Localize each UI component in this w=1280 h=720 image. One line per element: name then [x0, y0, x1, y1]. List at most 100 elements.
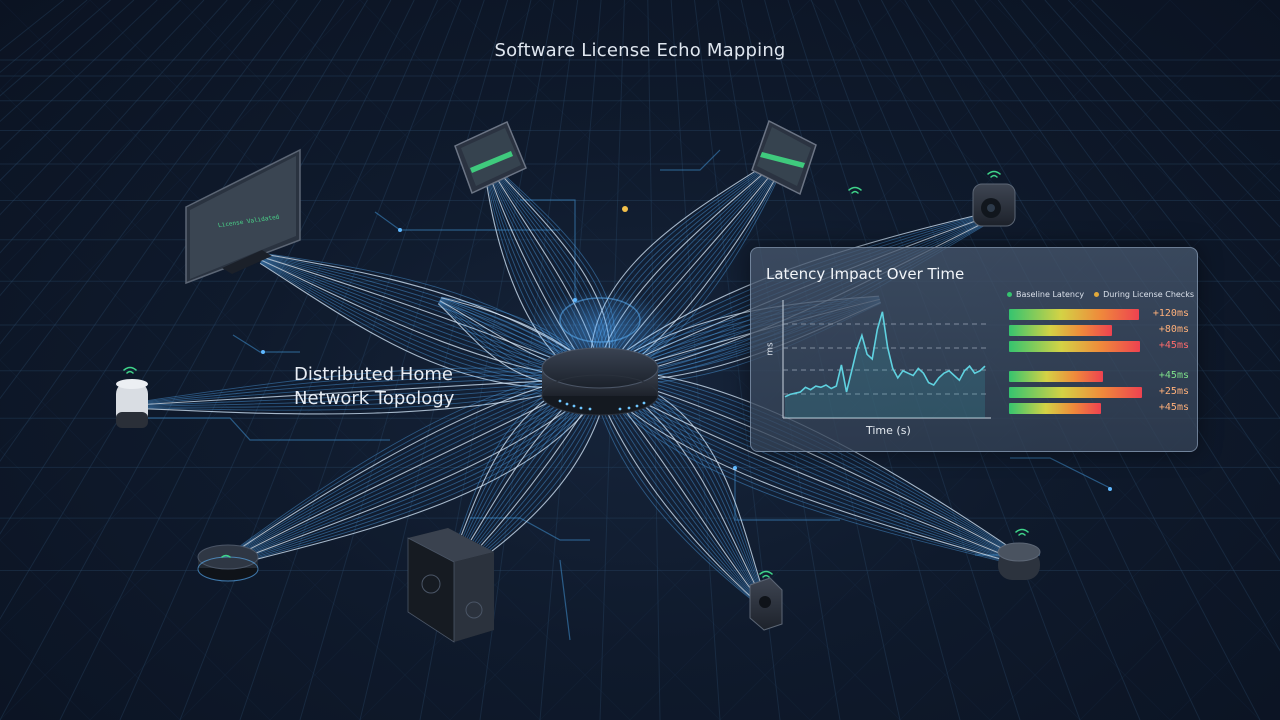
x-axis-label: Time (s) — [866, 424, 911, 437]
grid-line — [0, 0, 135, 123]
latency-panel: Latency Impact Over Time Baseline Latenc… — [750, 247, 1198, 452]
grid-line — [1079, 0, 1280, 201]
fiber-strand — [134, 371, 600, 404]
grid-line — [0, 0, 111, 97]
grid-line — [0, 89, 631, 720]
latency-bar-value: +45ms — [1158, 402, 1189, 413]
grid-line — [989, 429, 1280, 720]
grid-line — [0, 0, 631, 631]
latency-bar-value: +80ms — [1158, 324, 1189, 335]
latency-line — [784, 311, 986, 398]
hub-puck-device — [197, 544, 259, 582]
smart-tv-device — [185, 148, 301, 285]
wifi-icons — [123, 170, 1029, 578]
latency-bar-row: +45ms — [1009, 339, 1189, 355]
grid-line — [1091, 0, 1280, 193]
grid-line — [1044, 0, 1280, 268]
grid-line — [0, 0, 322, 463]
legend: Baseline Latency During License Checks — [1007, 290, 1194, 299]
latency-bar-value: +120ms — [1152, 308, 1189, 319]
fiber-strand — [135, 381, 601, 415]
grid-line — [359, 0, 532, 720]
grid-line — [0, 0, 541, 541]
smart-speaker-puck-device — [997, 542, 1041, 580]
hub-halo — [559, 297, 641, 343]
grid-line — [0, 359, 361, 720]
security-camera-device — [972, 183, 1016, 227]
fiber-strand — [135, 379, 601, 407]
hub-glow — [525, 290, 675, 370]
wifi-icon — [221, 554, 231, 558]
grid-line — [989, 0, 1280, 291]
desktop-pc-device — [407, 528, 494, 643]
grid-line — [974, 0, 1280, 420]
grid-line — [899, 339, 1280, 720]
fiber-strand — [134, 377, 601, 406]
grid-line — [0, 0, 181, 182]
grid-line — [899, 0, 1280, 381]
fiber-strand — [230, 380, 603, 563]
fiber-strand — [595, 383, 1017, 565]
fiber-strand — [134, 374, 600, 405]
legend-dot-license-checks — [1094, 292, 1100, 297]
latency-bar — [1009, 371, 1103, 382]
latency-bar-value: +45ms — [1158, 340, 1189, 351]
grid-line — [0, 0, 392, 720]
fiber-strand — [134, 367, 600, 403]
latency-bar-row: +45ms — [1009, 369, 1189, 385]
grid-line — [0, 0, 275, 345]
grid-line — [0, 269, 451, 720]
grid-line — [1259, 0, 1280, 21]
fiber-strand — [231, 382, 604, 564]
legend-label-license-checks: During License Checks — [1103, 290, 1195, 299]
grid-line — [0, 0, 721, 720]
fiber-strand — [590, 382, 756, 604]
fiber-strand — [597, 380, 1018, 563]
grid-line — [0, 0, 158, 151]
latency-area — [785, 311, 985, 418]
grid-line — [997, 0, 1280, 362]
diagram-title: Software License Echo Mapping — [494, 40, 786, 61]
grid-line — [0, 0, 345, 535]
grid-line — [670, 0, 721, 720]
grid-line — [0, 0, 271, 271]
topology-label: Distributed Home Network Topology — [294, 363, 454, 411]
legend-label-baseline: Baseline Latency — [1016, 290, 1085, 299]
grid-line — [0, 0, 721, 720]
smart-speaker-device — [116, 379, 148, 428]
grid-line — [0, 0, 451, 451]
central-router — [541, 347, 659, 416]
fiber-strand — [231, 383, 605, 565]
grid-line — [0, 0, 65, 52]
legend-item-license-checks: During License Checks — [1094, 290, 1194, 299]
latency-bar-row: +45ms — [1009, 401, 1189, 417]
wifi-icon — [987, 170, 1001, 178]
wifi-icon — [759, 570, 773, 578]
latency-bar — [1009, 341, 1141, 352]
fiber-strand — [592, 381, 757, 604]
fiber-strand — [595, 384, 1016, 566]
grid-line — [89, 0, 811, 720]
grid-line — [59, 0, 415, 720]
topology-label-line-1: Distributed Home — [294, 364, 453, 385]
fiber-strand — [134, 376, 600, 405]
fiber-strand — [135, 378, 601, 407]
grid-line — [0, 629, 91, 720]
grid-line — [1079, 519, 1280, 720]
tablet-device-left — [454, 120, 527, 195]
panel-title: Latency Impact Over Time — [766, 265, 965, 283]
grid-line — [0, 0, 361, 361]
grid-line — [0, 0, 298, 400]
grid-line — [479, 0, 579, 720]
fiber-strand — [596, 382, 1017, 565]
wifi-icon — [848, 186, 862, 194]
fiber-strand — [231, 381, 604, 564]
latency-bar-row: +25ms — [1009, 385, 1189, 401]
legend-dot-baseline — [1007, 292, 1012, 297]
latency-bar — [1009, 403, 1101, 414]
grid-line — [0, 0, 368, 620]
tablet-device-right — [751, 119, 817, 196]
grid-line — [299, 0, 509, 720]
grid-line — [0, 539, 181, 720]
latency-bar-row: +80ms — [1009, 323, 1189, 339]
